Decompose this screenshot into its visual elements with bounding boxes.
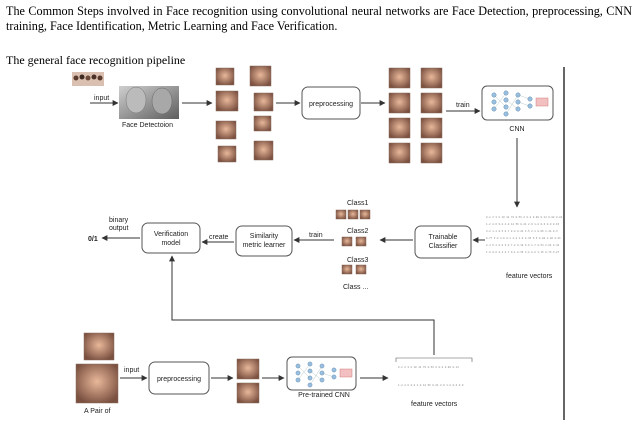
class2-label: Class2 [347, 228, 369, 235]
preprocessing-box-bottom [148, 361, 210, 395]
binary-label: binary [109, 217, 129, 224]
crowd-image [72, 72, 104, 86]
feature-vectors-right-label: feature vectors [506, 273, 553, 280]
feedback-arrow [169, 255, 435, 355]
svg-text:0.1 2 3 8 10 14 78 0.56 A 0.8: 0.1 2 3 8 10 14 78 0.56 A 0.8 0.99 0.14 [398, 366, 459, 369]
create-label: create [209, 234, 229, 241]
class3-faces [341, 264, 367, 275]
train-label-mid: train [309, 232, 323, 239]
feature-vectors-bottom-label: feature vectors [411, 401, 458, 408]
pair-of-label: A Pair of [84, 408, 111, 415]
output-label: output [109, 225, 129, 232]
input-label-top: input [94, 95, 109, 102]
trainable-label: Trainable [429, 234, 458, 241]
preprocessing-label-top: preprocessing [309, 101, 353, 108]
svg-text:1.2 2.6 3.8 4.0 12 56 0.21 2.9: 1.2 2.6 3.8 4.0 12 56 0.21 2.9 1.8 0.6 0… [398, 384, 464, 387]
classifier-label: Classifier [429, 243, 458, 250]
class3-label: Class3 [347, 257, 369, 264]
zero-one-label: 0/1 [88, 236, 98, 243]
intro-paragraph: The Common Steps involved in Face recogn… [6, 4, 632, 33]
similarity-box [235, 225, 293, 257]
svg-text:1.9 0.6 4.4 2.7 9.1 0.35 3.2 0: 1.9 0.6 4.4 2.7 9.1 0.35 3.2 0.8 1.15 0.… [486, 251, 560, 254]
verification-label: Verification [154, 231, 188, 238]
metric-learner-label: metric learner [243, 242, 286, 249]
face-detection-image [119, 86, 179, 119]
class2-faces [341, 236, 367, 247]
pretrained-cnn-box [286, 356, 357, 391]
svg-text:1.2 2.6 3.8 4.0 12 56 0.21 2.9: 1.2 2.6 3.8 4.0 12 56 0.21 2.9 1.8 0.6 0… [486, 223, 560, 226]
aligned-faces [388, 67, 443, 164]
class1-label: Class1 [347, 200, 369, 207]
feature-vectors-bottom: 0.1 2 3 8 10 14 78 0.56 A 0.8 0.99 0.14 … [395, 357, 473, 387]
preprocessed-pair-faces [236, 358, 260, 404]
svg-text:3.2 1.1 0.5 6.7 8.8 0.23 4.5 2: 3.2 1.1 0.5 6.7 8.8 0.23 4.5 2.1 0.66 1.… [486, 230, 558, 233]
preprocessing-label-bottom: preprocessing [157, 376, 201, 383]
class-more-label: Class ... [343, 284, 368, 291]
pair-faces [75, 332, 119, 404]
pretrained-cnn-label: Pre-trained CNN [298, 392, 350, 399]
input-label-bottom: input [124, 367, 139, 374]
figure-subtitle: The general face recognition pipeline [6, 53, 186, 67]
svg-text:0.77 3.8 4.9 8.1 2.2 1.9 0.45: 0.77 3.8 4.9 8.1 2.2 1.9 0.45 5.5 0.88 1… [486, 237, 561, 240]
model-label: model [161, 240, 181, 247]
verification-box [141, 222, 201, 254]
feature-vectors-right: 0.1 2 3 8 10 14 78 0.56 A 0.8 0.99 0.14 … [486, 216, 563, 254]
trainable-classifier-box [414, 225, 472, 259]
svg-text:2.4 5.1 0.9 3.3 7.2 0.18 6.6 1: 2.4 5.1 0.9 3.3 7.2 0.18 6.6 1.7 0.54 2.… [486, 244, 560, 247]
train-label-top: train [456, 102, 470, 109]
detected-faces [215, 65, 274, 163]
cnn-box [481, 85, 554, 121]
face-detection-label: Face Detectoion [122, 122, 173, 129]
cnn-label: CNN [509, 126, 524, 133]
class1-faces [335, 209, 371, 220]
preprocessing-box-top [301, 86, 361, 120]
similarity-label: Similarity [250, 233, 279, 240]
svg-text:0.1 2 3 8 10 14 78 0.56 A 0.8: 0.1 2 3 8 10 14 78 0.56 A 0.8 0.99 0.14 … [486, 216, 563, 219]
